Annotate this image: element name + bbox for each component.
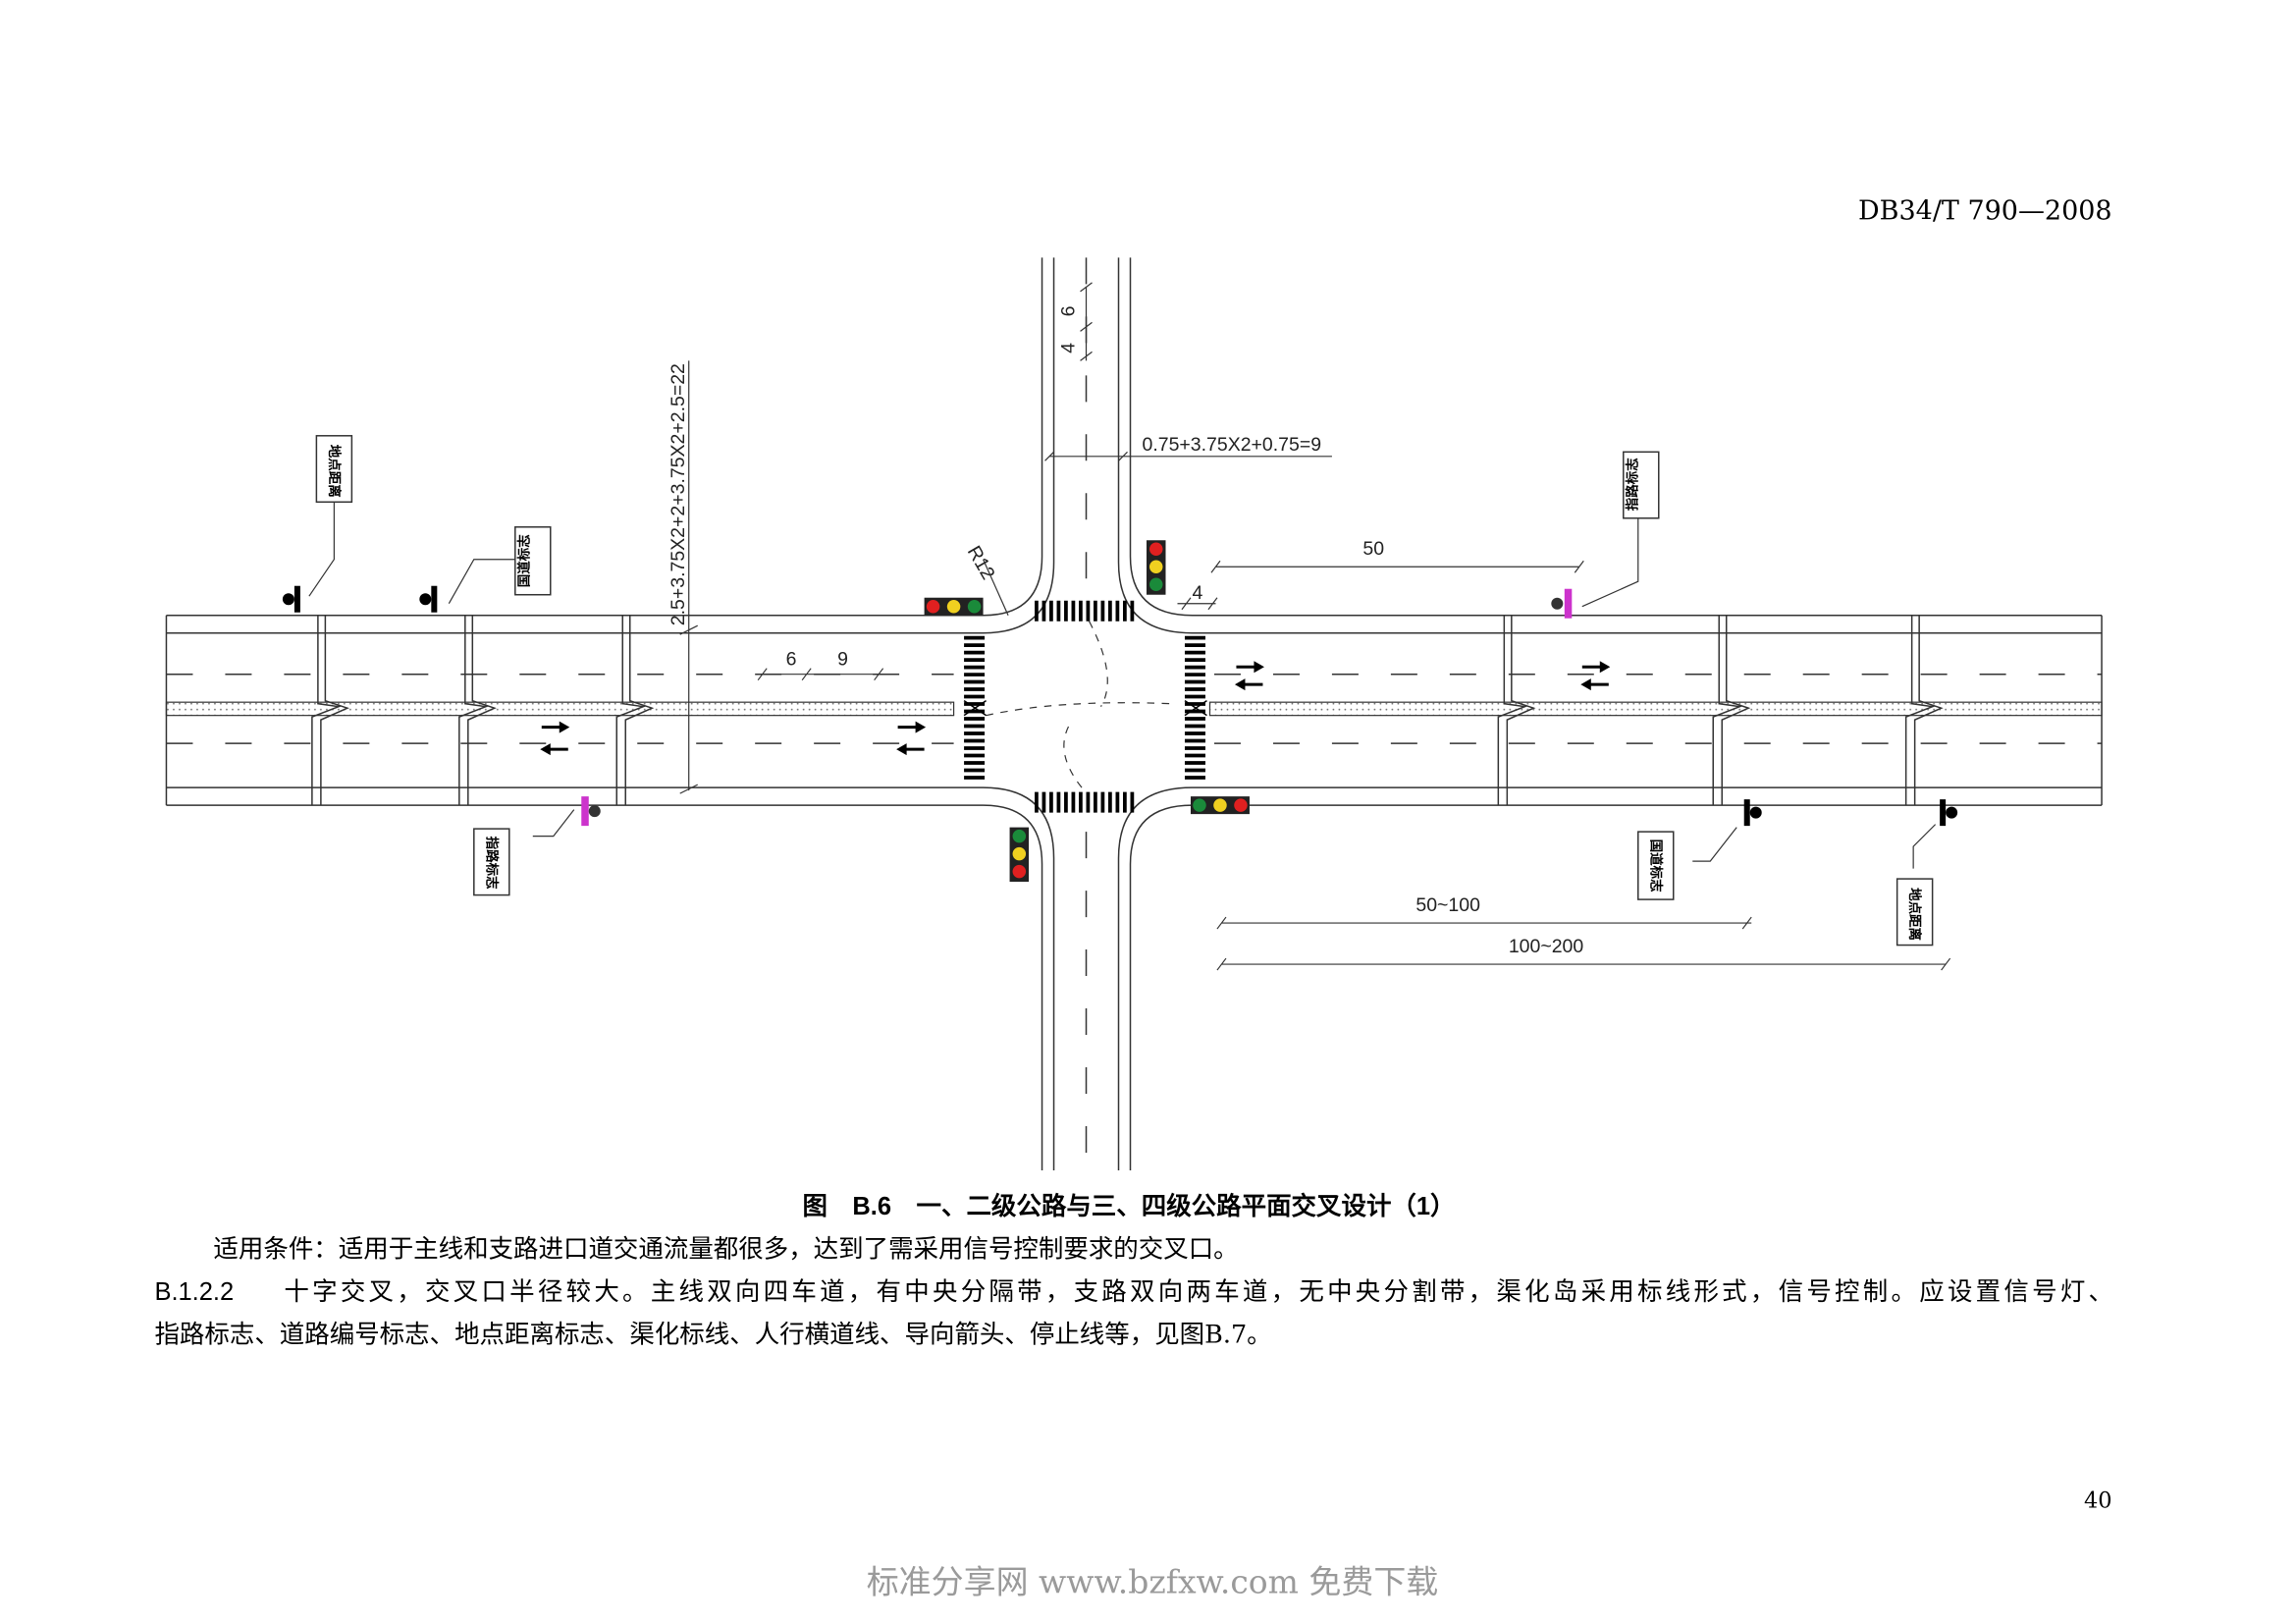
dim-radius: R12 xyxy=(963,542,999,583)
sign-posts xyxy=(282,502,1958,869)
dim-main-cross-section: 2.5+3.75X2+2+3.75X2+2.5=22 xyxy=(667,363,689,625)
break-lines xyxy=(311,615,1944,806)
sign-route-number-2: 国道标志 xyxy=(1637,831,1675,900)
svg-text:6: 6 xyxy=(1058,306,1080,317)
sign-guide-2: 指路标志 xyxy=(473,828,510,896)
svg-text:地点距离: 地点距离 xyxy=(1907,888,1923,941)
traffic-signal-east xyxy=(1190,796,1250,815)
paragraph-conditions: 适用条件：适用于主线和支路进口道交通流量都很多，达到了需采用信号控制要求的交叉口… xyxy=(213,1234,1238,1264)
svg-text:指路标志: 指路标志 xyxy=(1624,458,1639,511)
watermark: 标准分享网 www.bzfxw.com 免费下载 xyxy=(867,1562,1439,1600)
sign-location-distance-2: 地点距离 xyxy=(1896,878,1934,947)
svg-text:国道标志: 国道标志 xyxy=(515,534,531,587)
figure-caption: 图 B.6 一、二级公路与三、四级公路平面交叉设计（1） xyxy=(802,1192,1455,1220)
svg-text:6: 6 xyxy=(786,649,797,671)
traffic-signal-north xyxy=(1147,540,1166,595)
svg-text:50~100: 50~100 xyxy=(1415,894,1480,916)
clause-text-line2: 指路标志、道路编号标志、地点距离标志、渠化标线、人行横道线、导向箭头、停止线等，… xyxy=(154,1320,1271,1349)
clause-text-line1: 十字交叉，交叉口半径较大。主线双向四车道，有中央分隔带，支路双向两车道，无中央分… xyxy=(284,1277,2113,1307)
svg-text:9: 9 xyxy=(837,649,848,671)
svg-text:国道标志: 国道标志 xyxy=(1648,839,1664,893)
page-number: 40 xyxy=(2084,1488,2112,1513)
svg-text:100~200: 100~200 xyxy=(1509,936,1584,957)
svg-text:4: 4 xyxy=(1192,582,1202,604)
sign-location-distance-1: 地点距离 xyxy=(315,435,353,504)
svg-text:指路标志: 指路标志 xyxy=(484,837,500,890)
traffic-signal-south xyxy=(1009,827,1030,883)
clause-number: B.1.2.2 xyxy=(154,1278,234,1306)
dim-branch-cross-section: 0.75+3.75X2+0.75=9 xyxy=(1143,434,1322,456)
crosswalks xyxy=(963,600,1207,813)
svg-text:地点距离: 地点距离 xyxy=(327,445,343,498)
sign-route-number-1: 国道标志 xyxy=(514,526,552,596)
svg-text:50: 50 xyxy=(1362,538,1384,560)
dimensions: 2.5+3.75X2+2+3.75X2+2.5=22 0.75+3.75X2+0… xyxy=(667,282,1951,971)
doc-code: DB34/T 790—2008 xyxy=(1858,195,2111,226)
traffic-signal-west xyxy=(924,597,984,616)
main-road xyxy=(165,257,2103,1170)
sign-guide-1: 指路标志 xyxy=(1623,451,1660,519)
svg-text:4: 4 xyxy=(1058,343,1080,353)
